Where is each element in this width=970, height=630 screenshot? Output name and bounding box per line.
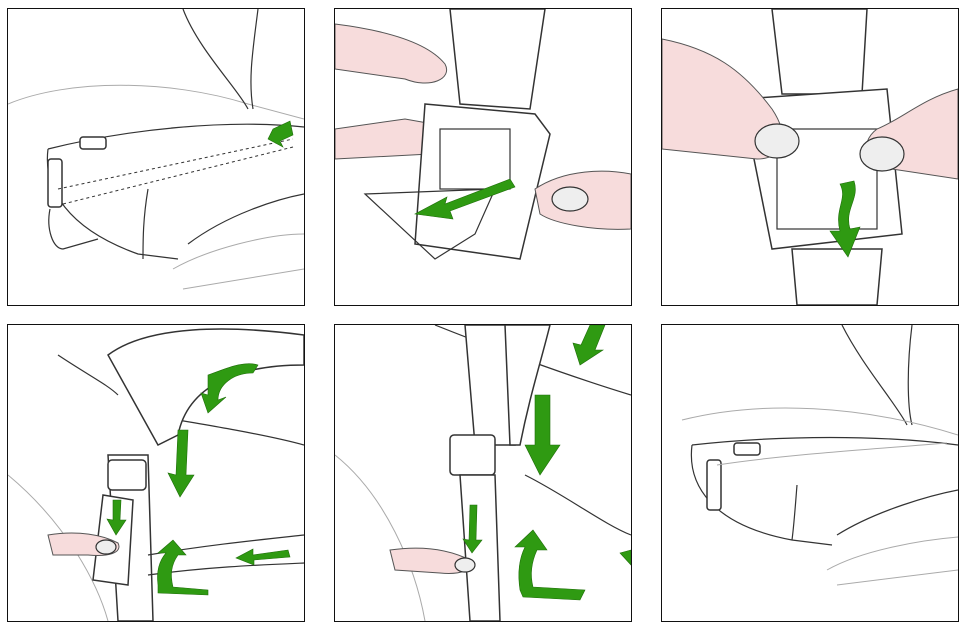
release-buckle-illustration [335, 9, 631, 260]
step-4-panel [7, 324, 305, 622]
arrow-icon [200, 363, 259, 414]
step-2-panel [334, 8, 632, 306]
arrow-icon [167, 429, 195, 498]
step-5-panel [334, 324, 632, 622]
seat-belt-routing-illustration [8, 9, 304, 290]
route-belt-illustration [8, 328, 304, 621]
thread-belt-illustration [662, 9, 958, 305]
arrow-icon [619, 549, 631, 566]
tighten-belt-illustration [335, 325, 631, 621]
arrow-icon [514, 529, 586, 601]
arrow-icon [267, 120, 294, 148]
arrow-icon [829, 180, 861, 258]
installed-seat-illustration [681, 325, 958, 586]
step-1-panel [7, 8, 305, 306]
arrow-icon [524, 394, 561, 476]
arrow-icon [462, 504, 483, 554]
step-3-panel [661, 8, 959, 306]
arrow-icon [572, 325, 606, 366]
arrow-icon [414, 178, 516, 220]
arrow-icon [235, 548, 291, 566]
step-6-panel [661, 324, 959, 622]
arrow-icon [157, 539, 209, 596]
arrow-icon [106, 499, 127, 536]
